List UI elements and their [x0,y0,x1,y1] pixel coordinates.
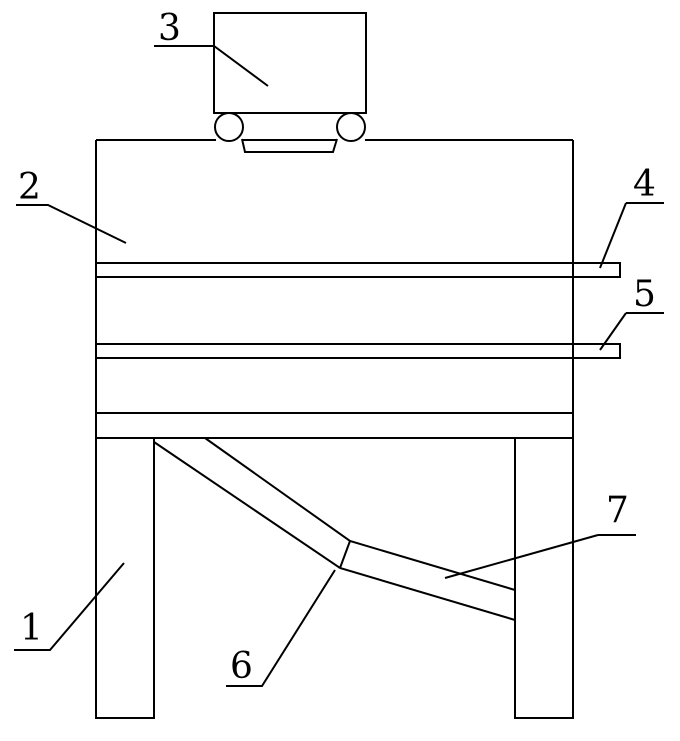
label-lower-rail: 5 [633,274,656,315]
label-chute: 7 [606,490,629,531]
right-leg [514,438,574,719]
discharge-chute [153,437,516,621]
label-upper-rail: 4 [633,164,656,205]
label-leg: 1 [20,608,43,649]
leader-lines [14,45,664,687]
label-chute-joint: 6 [230,646,253,687]
left-leg [95,438,155,719]
label-body: 2 [18,167,41,208]
main-body [95,139,574,439]
lower-rail [95,343,621,359]
label-motor: 3 [158,8,181,49]
upper-rail [95,262,621,278]
motor-unit [213,12,367,153]
